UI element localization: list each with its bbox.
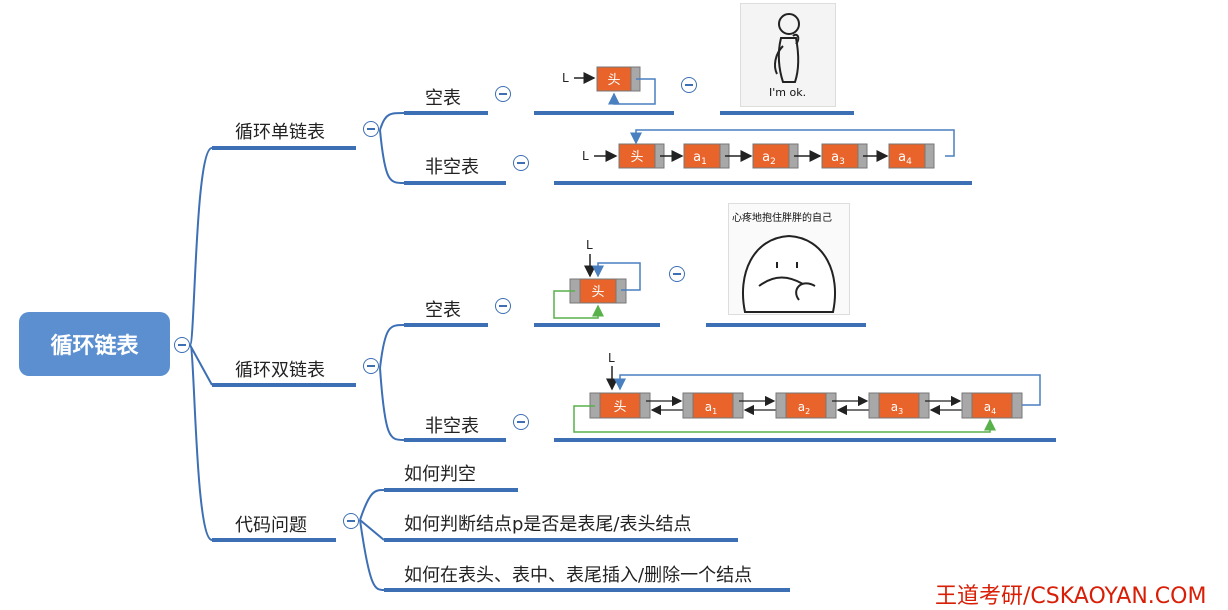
single-empty-diagram: L 头 — [562, 66, 656, 105]
svg-text:头: 头 — [613, 400, 626, 415]
head-node: 头 — [589, 392, 651, 419]
collapse-code-button[interactable] — [343, 513, 359, 529]
blob-hug-icon — [741, 234, 837, 313]
branch-underlines — [212, 146, 356, 542]
svg-text:L: L — [582, 149, 589, 163]
svg-text:头: 头 — [591, 285, 604, 300]
svg-text:头: 头 — [630, 150, 643, 165]
hug-meme-image: 心疼地抱住胖胖的自己 — [728, 203, 850, 315]
data-node: a1 — [682, 392, 744, 419]
pointer-label: L — [562, 71, 569, 85]
collapse-double-nonempty-button[interactable] — [513, 414, 529, 430]
collapse-root-button[interactable] — [174, 337, 190, 353]
leaf-q-insert-delete[interactable]: 如何在表头、表中、表尾插入/删除一个结点 — [404, 565, 753, 586]
level2-connectors — [359, 112, 405, 591]
leaf-underlines — [384, 111, 1056, 592]
branch-double-list[interactable]: 循环双链表 — [235, 360, 325, 381]
data-node: a4 — [888, 143, 935, 169]
svg-text:头: 头 — [607, 73, 620, 88]
leaf-double-empty[interactable]: 空表 — [425, 300, 461, 321]
watermark-text: 王道考研/CSKAOYAN.COM — [935, 584, 1207, 609]
data-node: a3 — [868, 392, 930, 419]
collapse-single-empty-button[interactable] — [495, 86, 511, 102]
svg-text:L: L — [586, 238, 593, 252]
branch-single-list[interactable]: 循环单链表 — [235, 122, 325, 143]
head-node: 头 — [618, 143, 665, 169]
collapse-double-button[interactable] — [363, 358, 379, 374]
leaf-single-nonempty[interactable]: 非空表 — [425, 157, 479, 178]
leaf-q-is-empty[interactable]: 如何判空 — [404, 464, 476, 485]
data-node: a2 — [775, 392, 837, 419]
double-empty-diagram: L 头 — [553, 238, 641, 319]
data-node: a2 — [752, 143, 799, 169]
data-node: a3 — [821, 143, 868, 169]
head-node — [596, 66, 632, 92]
root-connectors — [189, 147, 213, 541]
hug-caption: 心疼地抱住胖胖的自己 — [732, 213, 832, 224]
collapse-single-nonempty-button[interactable] — [513, 155, 529, 171]
collapse-double-empty-button[interactable] — [495, 298, 511, 314]
branch-code-questions[interactable]: 代码问题 — [235, 515, 307, 536]
collapse-double-empty-diagram-button[interactable] — [669, 266, 685, 282]
data-node: a1 — [683, 143, 730, 169]
stick-figure-icon — [774, 13, 800, 83]
data-node: a4 — [961, 392, 1023, 419]
leaf-single-empty[interactable]: 空表 — [425, 88, 461, 109]
collapse-single-button[interactable] — [363, 121, 379, 137]
double-nonempty-diagram: L 头 a1 a2 a3 a4 — [573, 351, 1041, 433]
leaf-double-nonempty[interactable]: 非空表 — [425, 416, 479, 437]
leaf-q-tail-head[interactable]: 如何判断结点p是否是表尾/表头结点 — [404, 514, 692, 535]
head-node — [579, 278, 617, 304]
im-ok-meme-image: I'm ok. — [740, 3, 836, 107]
root-node[interactable]: 循环链表 — [19, 312, 170, 376]
svg-text:L: L — [608, 351, 615, 365]
collapse-single-empty-diagram-button[interactable] — [681, 77, 697, 93]
single-nonempty-diagram: L 头 a1 a2 a3 a4 — [582, 129, 955, 169]
im-ok-caption: I'm ok. — [769, 86, 807, 99]
